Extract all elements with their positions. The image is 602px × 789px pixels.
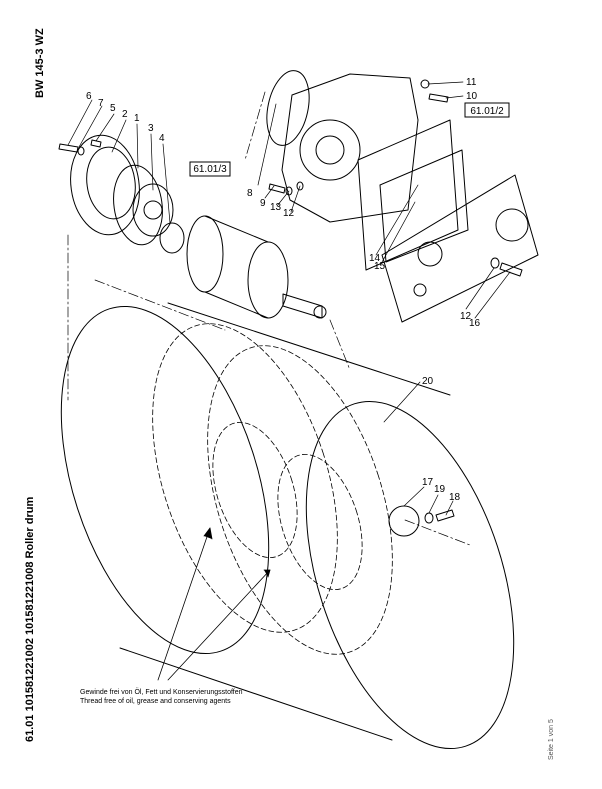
note-arrows — [157, 527, 271, 681]
callout-18[interactable]: 18 — [449, 492, 461, 503]
ref-label: 61.01/3 — [193, 164, 227, 175]
roller-drum — [60, 302, 515, 750]
assembly-lines — [67, 91, 471, 546]
callout-13[interactable]: 13 — [270, 202, 282, 213]
callout-10[interactable]: 10 — [466, 91, 478, 102]
callout-11[interactable]: 11 — [466, 77, 477, 88]
flange-assembly — [58, 134, 185, 254]
leader-lines — [67, 81, 511, 516]
callout-3[interactable]: 3 — [148, 123, 154, 134]
callout-16[interactable]: 16 — [469, 318, 481, 329]
model-label: BW 145-3 WZ — [34, 28, 46, 98]
note-english: Thread free of oil, grease and conservin… — [80, 698, 231, 705]
callout-4[interactable]: 4 — [159, 133, 165, 144]
callout-numbers: 1 2 3 4 5 6 7 8 9 10 11 12 12 13 14 15 1… — [86, 77, 481, 503]
callout-12-upper[interactable]: 12 — [283, 208, 295, 219]
callout-7[interactable]: 7 — [98, 98, 104, 109]
callout-6[interactable]: 6 — [86, 91, 92, 102]
drive-unit — [186, 215, 327, 319]
note-german: Gewinde frei von Öl, Fett und Konservier… — [80, 688, 243, 696]
ref-box-drive-unit[interactable]: 61.01/3 — [189, 161, 231, 177]
thread-note: Gewinde frei von Öl, Fett und Konservier… — [80, 688, 243, 705]
section-title: 61.01 101581221002 101581221008 Roller d… — [24, 496, 36, 742]
callout-12-lower[interactable]: 12 — [460, 311, 472, 322]
callout-1[interactable]: 1 — [134, 113, 140, 124]
callout-17[interactable]: 17 — [422, 477, 434, 488]
callout-5[interactable]: 5 — [110, 103, 116, 114]
callout-14[interactable]: 14 — [369, 253, 381, 264]
callout-2[interactable]: 2 — [122, 109, 128, 120]
callout-20[interactable]: 20 — [422, 376, 434, 387]
callout-8[interactable]: 8 — [247, 188, 253, 199]
callout-15[interactable]: 15 — [374, 261, 386, 272]
ref-label: 61.01/2 — [470, 106, 504, 117]
callout-9[interactable]: 9 — [260, 198, 266, 209]
callout-19[interactable]: 19 — [434, 484, 446, 495]
ref-box-mount[interactable]: 61.01/2 — [464, 102, 510, 118]
mount-assembly — [266, 70, 539, 323]
page-indicator: Seite 1 von 5 — [548, 719, 555, 760]
